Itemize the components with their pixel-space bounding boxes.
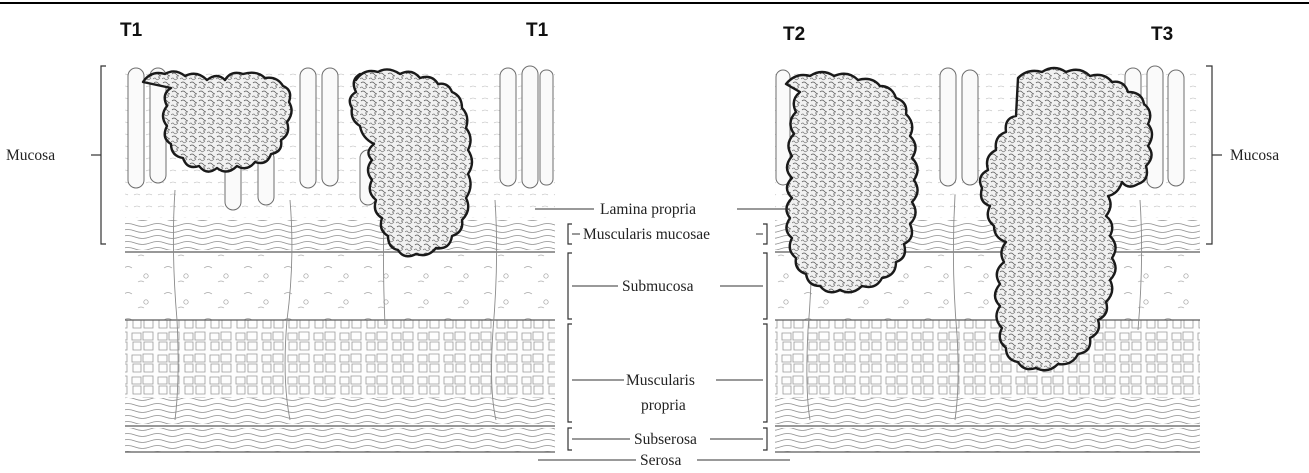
left-subserosa-layer <box>125 428 555 452</box>
serosa-label: Serosa <box>640 452 681 469</box>
stage-label-t1-left: T1 <box>120 20 143 41</box>
right-muscularis-propria-layer <box>775 320 1200 398</box>
tumor-t2 <box>786 72 918 292</box>
right-subserosa-layer <box>775 428 1200 452</box>
stage-label-t2: T2 <box>783 24 805 45</box>
left-submucosa-layer <box>125 252 555 320</box>
muscularis-mucosae-label: Muscularis mucosae <box>583 226 710 243</box>
mucosa-label-left: Mucosa <box>6 147 55 164</box>
stage-label-t3: T3 <box>1151 24 1173 45</box>
mucosa-bracket-right <box>1206 66 1222 244</box>
stage-label-t1-second: T1 <box>526 20 549 41</box>
submucosa-label: Submucosa <box>622 278 694 295</box>
left-muscularis-propria-outer <box>125 398 555 424</box>
mucosa-bracket-left <box>91 66 106 244</box>
mucosa-label-right: Mucosa <box>1230 147 1279 164</box>
left-muscularis-propria-layer <box>125 320 555 398</box>
right-muscularis-propria-outer <box>775 398 1200 424</box>
lamina-propria-label: Lamina propria <box>600 201 696 218</box>
left-muscularis-mucosae-layer <box>125 220 555 250</box>
subserosa-label: Subserosa <box>634 431 697 448</box>
muscularis-propria-label-line1: Muscularis <box>626 372 695 389</box>
muscularis-propria-label-line2: propria <box>641 397 686 414</box>
